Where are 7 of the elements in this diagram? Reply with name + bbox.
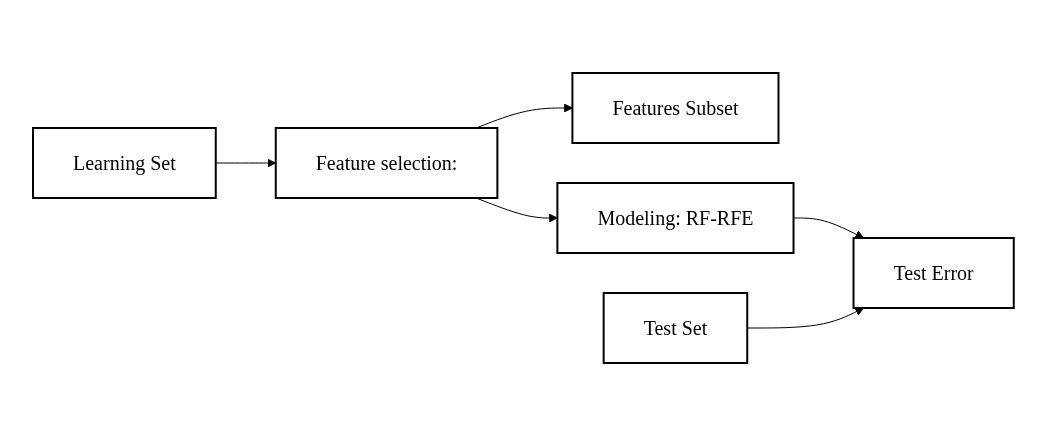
- node-box: Feature selection:: [274, 126, 498, 199]
- node-box: Learning Set: [31, 126, 217, 199]
- node-box: Modeling: RF-RFE: [556, 181, 795, 254]
- node-box: Test Set: [602, 291, 748, 364]
- arrow: [746, 307, 864, 328]
- node-box: Features Subset: [571, 71, 780, 144]
- node-box: Test Error: [852, 236, 1015, 309]
